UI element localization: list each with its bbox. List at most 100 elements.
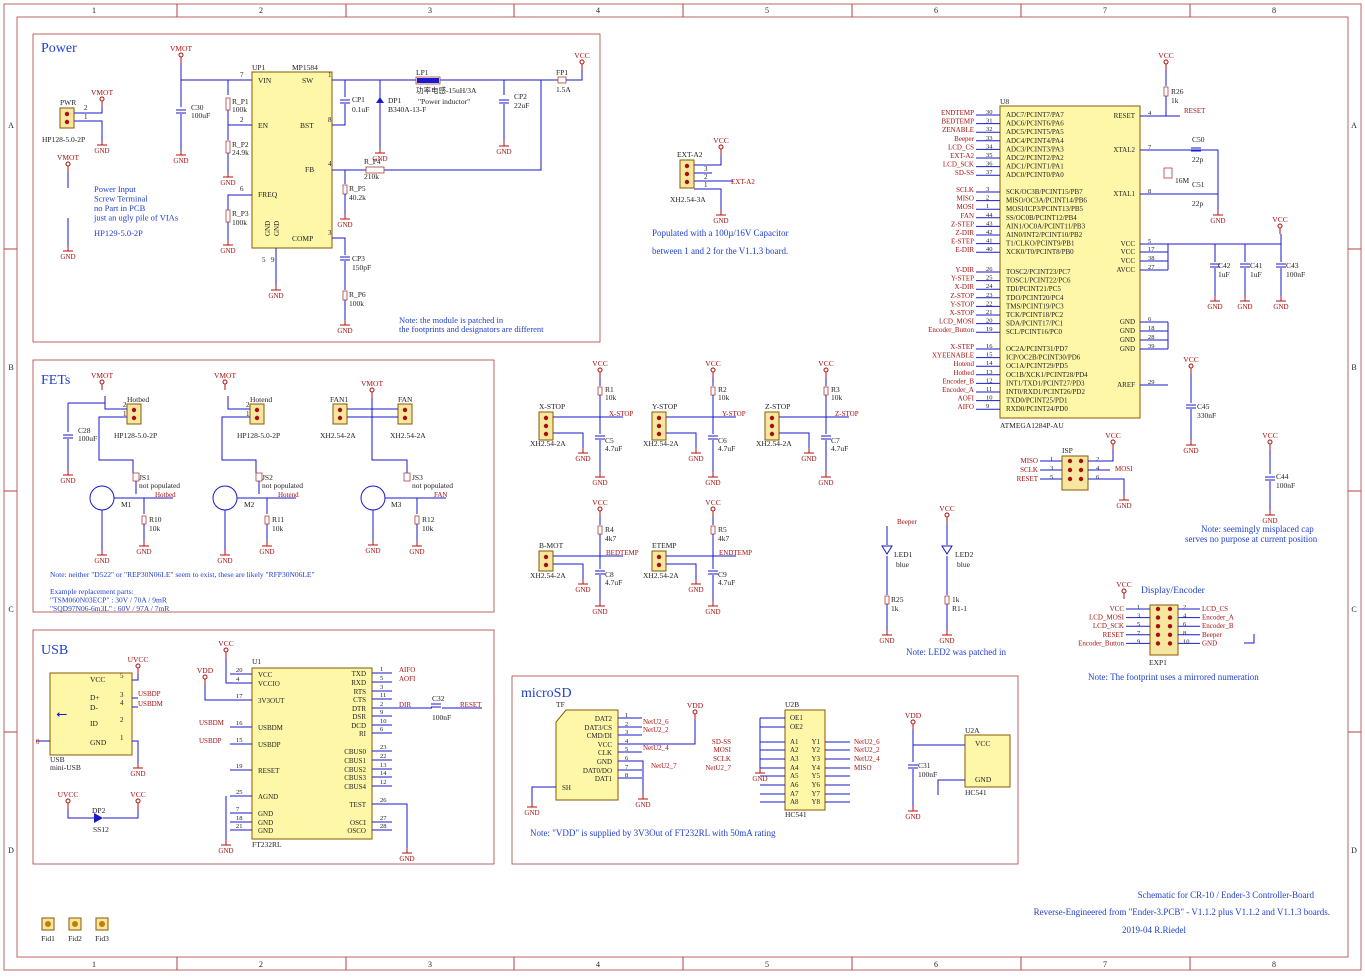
resistor-symbol <box>225 209 231 223</box>
mcu-pin-number: 14 <box>986 360 993 367</box>
label: 2 <box>240 116 244 124</box>
ground-symbol <box>412 541 422 547</box>
ground-symbol <box>691 579 701 585</box>
mcu-pin-number: 4 <box>1148 110 1152 117</box>
mcu-pin-name: SCK/OC3B/PCINT15/PB7 <box>1006 188 1083 196</box>
ground-symbol <box>340 214 350 220</box>
screw-note: no Part in PCB <box>94 203 146 213</box>
power-net-label: VCC <box>592 359 607 368</box>
power-symbol <box>597 506 603 517</box>
mcu-net-label: LCD_MOSI <box>939 318 975 326</box>
c43-ref: C43 <box>1286 261 1299 270</box>
diode-symbol <box>376 97 384 103</box>
row-marker: C <box>8 605 13 614</box>
screw-note: just an ugly pile of VIAs <box>93 213 178 223</box>
exp1-net: Encoder_Button <box>1078 639 1124 647</box>
header-pin <box>64 119 70 125</box>
u2b-pin: Y1 <box>811 738 820 746</box>
u2b-pin: A7 <box>790 790 799 798</box>
therm-conn-part: XH2.54-2A <box>643 571 679 580</box>
row-marker: B <box>1351 363 1356 372</box>
ground-label: GND <box>94 147 109 155</box>
mcu-pin-name: TOSC2/PCINT23/PC7 <box>1006 268 1071 276</box>
cp1-value: 0.1uF <box>352 105 369 114</box>
ground-label: GND <box>1207 303 1222 311</box>
ground-symbol <box>1276 296 1286 302</box>
usb-pin: VCC <box>90 675 105 684</box>
led1-color: blue <box>896 560 910 569</box>
fet-r-ref: R12 <box>422 515 435 524</box>
mcu-net-label: Z-STEP <box>951 220 974 228</box>
mcu-pin-number: 7 <box>1148 144 1152 151</box>
ft232-pin: CBUS3 <box>344 774 366 782</box>
power-note: Note: the module is patched in <box>399 315 504 325</box>
exp1-net: LCD_MOSI <box>1089 614 1125 622</box>
wire <box>1110 450 1114 462</box>
power-section <box>32 33 601 343</box>
header-pin <box>656 554 662 560</box>
diode-symbol <box>94 813 103 823</box>
header-pin <box>337 415 343 421</box>
ground-label: GND <box>60 477 75 485</box>
u2b-pin: A3 <box>790 755 799 763</box>
fet-r-value: 10k <box>422 524 434 533</box>
sd-net: NetU2_2 <box>643 726 669 734</box>
title-line: 2019-04 R.Riedel <box>1122 925 1186 935</box>
connector-header <box>249 403 265 425</box>
mcu-pin-name: ADC3/PCINT3/PA3 <box>1006 145 1064 153</box>
rp6-ref: R_P6 <box>349 290 366 299</box>
ground-label: GND <box>575 455 590 463</box>
ground-symbol <box>340 320 350 326</box>
ground-label: GND <box>818 479 833 487</box>
u2b-net: NetU2_4 <box>854 755 880 763</box>
ground-symbol <box>223 240 233 246</box>
mcu-pin-name: ADC1/PCINT1/PA1 <box>1006 163 1064 171</box>
c42-value: 1uF <box>1218 270 1230 279</box>
ground-symbol <box>1119 495 1129 501</box>
label: 16 <box>236 720 243 727</box>
ground-symbol <box>638 794 648 800</box>
mcu-pin-number: 28 <box>1148 334 1155 341</box>
ft232-pin: RESET <box>258 767 280 775</box>
label: 1 <box>123 410 127 418</box>
power-net-label: VCC <box>818 359 833 368</box>
u2a-pin: GND <box>975 775 992 784</box>
opto-r-ref: R1 <box>605 385 614 394</box>
mcu-net-label: BEDTEMP <box>941 118 974 126</box>
ft232-pin: CBUS4 <box>344 783 366 791</box>
ground-label: GND <box>217 557 232 565</box>
label: 20 <box>236 667 243 674</box>
wire <box>1110 478 1125 495</box>
cap-note: serves no purpose at current position <box>1185 534 1318 544</box>
wire <box>553 563 584 579</box>
label: 7 <box>240 71 244 79</box>
ground-symbol <box>578 579 588 585</box>
tf-pin: DAT1 <box>595 775 613 783</box>
mcu-net-label: Beeper <box>954 135 974 143</box>
mcu-net-label: Y-STOP <box>950 300 974 308</box>
row-marker: B <box>8 363 13 372</box>
r26-value: 1k <box>1171 96 1179 105</box>
power-symbol <box>1110 439 1116 450</box>
wire <box>104 396 127 410</box>
mcu-pin-number: 11 <box>986 386 992 393</box>
label: 22 <box>380 753 387 760</box>
cap-note: Note: seemingly misplaced cap <box>1201 524 1314 534</box>
pin: EN <box>258 121 269 130</box>
c31-value: 100nF <box>918 770 937 779</box>
mcu-pin-number: 8 <box>1148 188 1151 195</box>
wire <box>67 809 94 819</box>
mcu-pin-number: 18 <box>1148 325 1155 332</box>
c45-ref: C45 <box>1197 402 1210 411</box>
header-pin <box>254 407 260 413</box>
ground-symbol <box>578 448 588 454</box>
display-title: Display/Encoder <box>1141 586 1206 596</box>
mcu-pin-name: ADC4/PCINT4/PA4 <box>1006 137 1064 145</box>
mcu-pin-name: INT1/TXD1/PCINT27/PD3 <box>1006 379 1085 387</box>
column-marker: 4 <box>596 960 600 969</box>
sd-net: NetU2_4 <box>643 744 669 752</box>
mcu-pin-name: XTAL2 <box>1113 146 1135 154</box>
mp1584-ic <box>251 71 333 249</box>
lp1-value: 功率电感-15uH/3A <box>416 85 477 95</box>
mcu-net-label: LCD_CS <box>948 143 974 151</box>
